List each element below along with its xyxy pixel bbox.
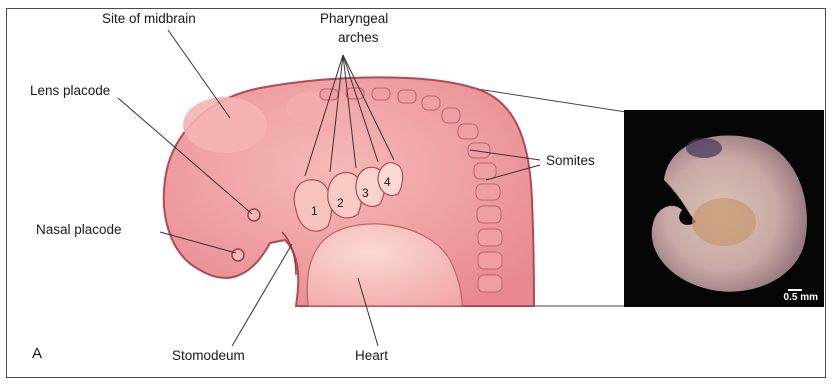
label-pharyngeal-arches-line1: Pharyngeal xyxy=(320,11,388,27)
panel-letter: A xyxy=(32,346,42,362)
somite xyxy=(458,124,478,139)
scale-label: 0.5 mm xyxy=(784,292,818,303)
label-heart: Heart xyxy=(355,348,388,364)
somite xyxy=(476,184,500,200)
photo-heart-region xyxy=(692,198,756,246)
label-lens-placode: Lens placode xyxy=(30,83,110,99)
somite xyxy=(422,96,440,110)
nasal-placode-shape xyxy=(232,249,244,261)
label-somites: Somites xyxy=(546,153,595,169)
label-pharyngeal-arches-line2: arches xyxy=(338,30,379,46)
label-stomodeum: Stomodeum xyxy=(172,348,245,364)
label-nasal-placode: Nasal placode xyxy=(36,222,122,238)
somite xyxy=(478,229,502,246)
photo-dark-region xyxy=(686,138,722,158)
scale-bar xyxy=(788,289,802,291)
embryo-photo-image xyxy=(624,110,824,307)
arch-number: 4 xyxy=(384,174,391,190)
somite xyxy=(442,108,460,123)
label-site-of-midbrain: Site of midbrain xyxy=(102,11,196,27)
embryo-photograph: 0.5 mm xyxy=(624,110,824,307)
somite xyxy=(372,88,390,100)
midbrain-bulge xyxy=(183,97,267,153)
somite xyxy=(474,163,496,179)
lens-placode-shape xyxy=(248,209,260,221)
arch-number: 2 xyxy=(337,195,344,211)
somite xyxy=(478,275,502,292)
arch-number: 1 xyxy=(311,203,318,219)
arch-number: 3 xyxy=(362,185,369,201)
somite xyxy=(478,252,502,269)
somite xyxy=(477,206,501,223)
somite xyxy=(398,90,416,103)
